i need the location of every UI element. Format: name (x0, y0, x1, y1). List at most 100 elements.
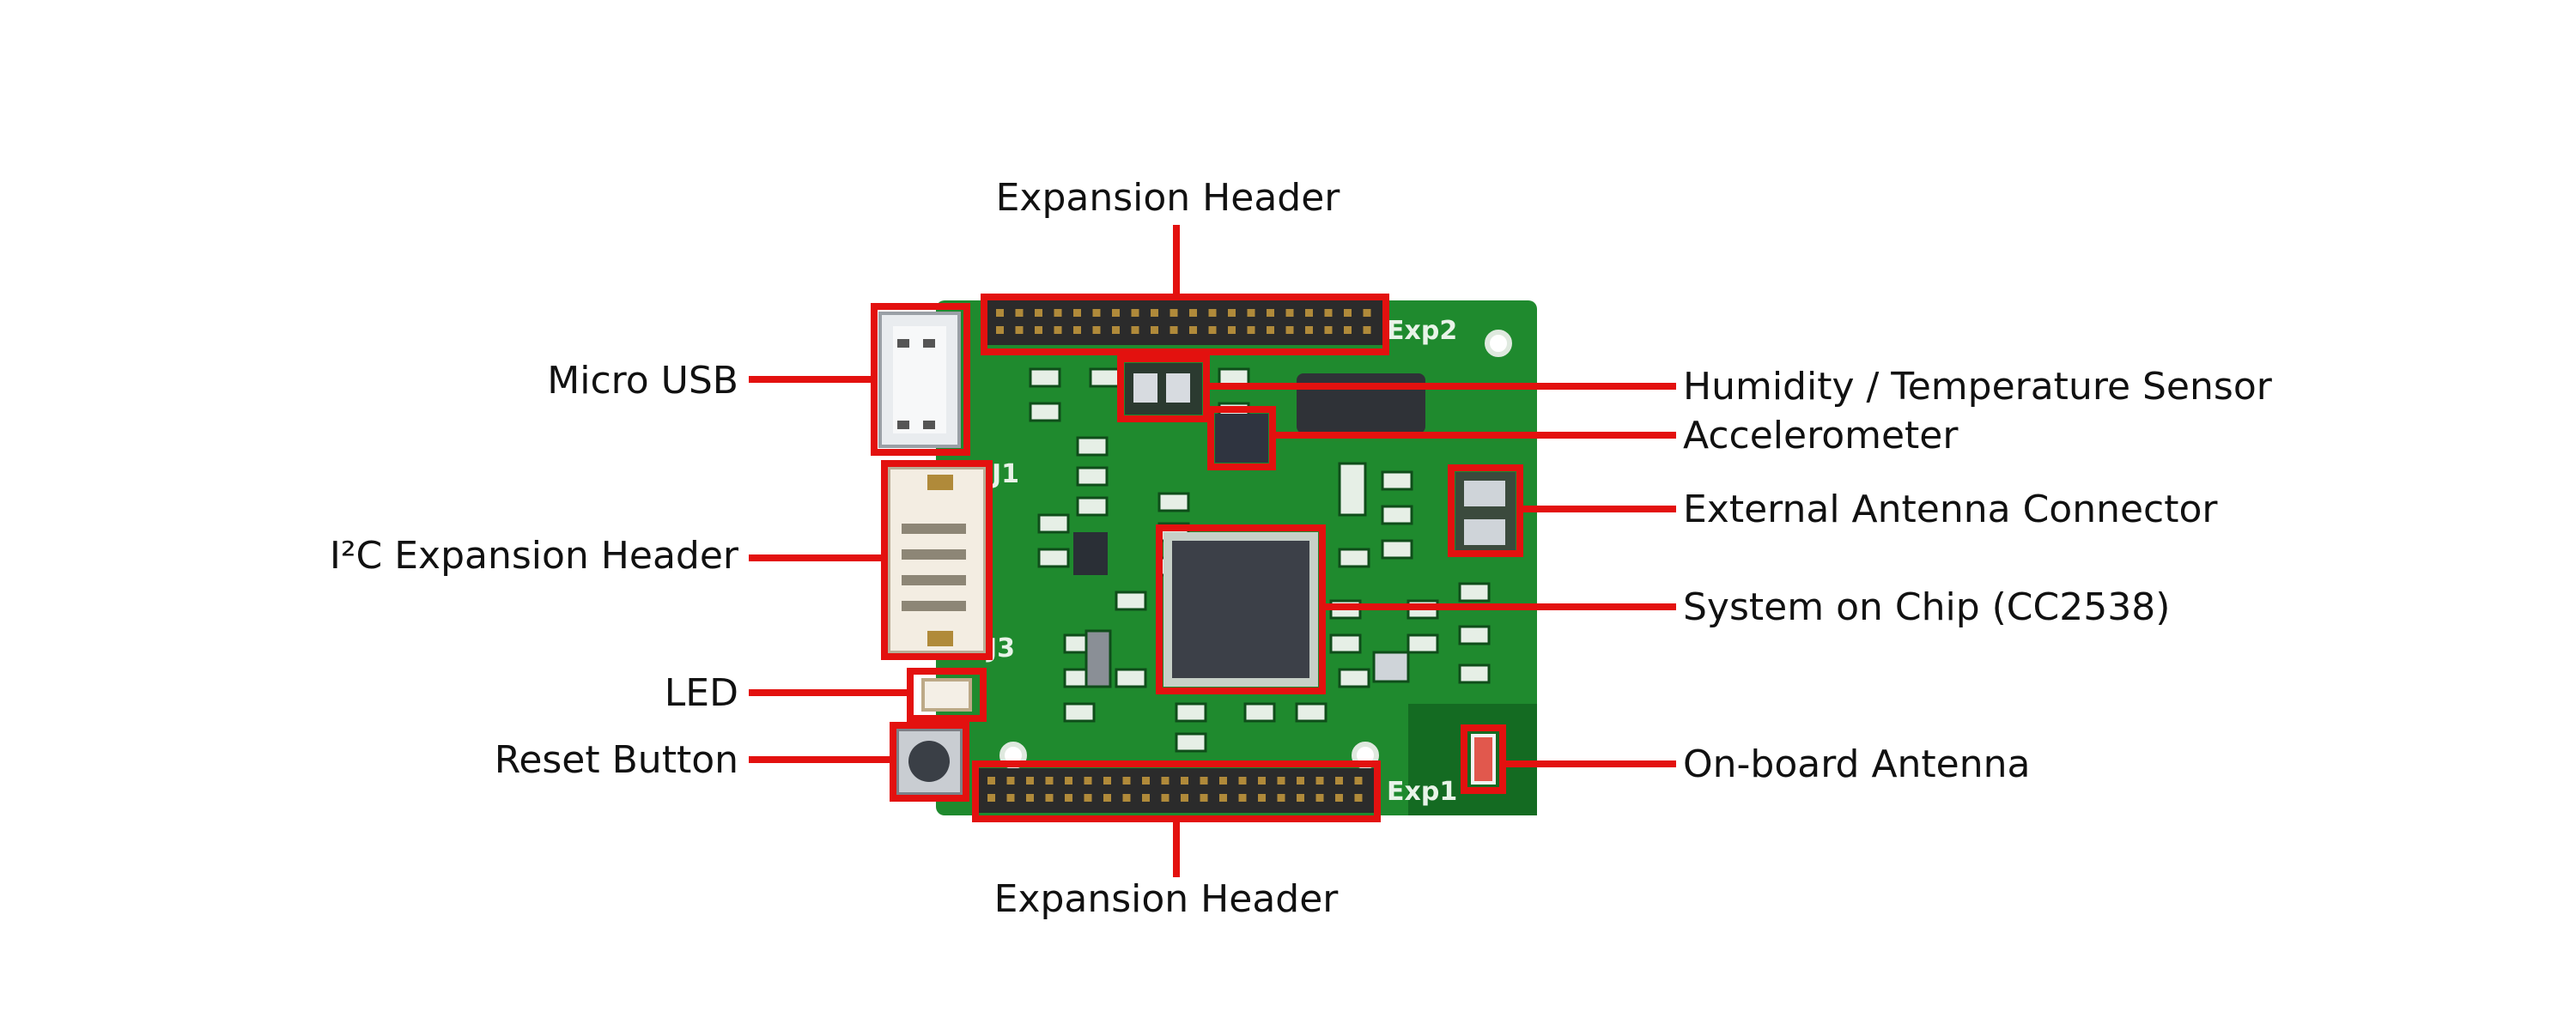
header-pin (1092, 309, 1101, 317)
label-expansion-header-bottom: Expansion Header (994, 877, 1340, 921)
external-antenna-component (1455, 472, 1516, 554)
header-pin (1181, 777, 1188, 785)
labels: Expansion Header Expansion Header Micro … (330, 176, 2273, 921)
soc-chip (1163, 532, 1318, 687)
header-pin (1219, 777, 1227, 785)
header-pin (996, 309, 1004, 317)
reset-button-component (896, 728, 963, 796)
header-pin (1208, 309, 1217, 317)
header-pin (1035, 326, 1042, 334)
header-pin (1045, 777, 1054, 785)
header-pin (1189, 326, 1197, 334)
header-pin (1142, 794, 1150, 802)
header-pin (987, 777, 995, 785)
header-pin (1161, 777, 1170, 785)
header-pin (1297, 794, 1304, 802)
silkscreen-exp2: Exp2 (1387, 316, 1457, 346)
led-component (921, 678, 972, 712)
accelerometer-chip (1215, 414, 1268, 463)
label-reset-button: Reset Button (495, 738, 738, 782)
leader-lines (749, 225, 1676, 877)
header-pin (1363, 309, 1371, 317)
humidity-sensor-component (1125, 363, 1202, 415)
header-pin (1026, 777, 1034, 785)
header-pin (1228, 309, 1236, 317)
header-pin (1238, 794, 1247, 802)
header-pin (1285, 326, 1294, 334)
header-pin (1267, 326, 1274, 334)
header-pin (1238, 777, 1247, 785)
small-ic (1084, 629, 1112, 688)
header-pin (1065, 794, 1072, 802)
header-pin (1015, 309, 1024, 317)
header-pin (1015, 326, 1024, 334)
label-micro-usb: Micro USB (547, 359, 738, 403)
header-pin (1103, 794, 1111, 802)
small-ic (1338, 462, 1367, 517)
header-pin (1228, 326, 1236, 334)
mounting-hole (1485, 330, 1512, 357)
header-pin (1065, 777, 1072, 785)
callout-box-onboard-antenna (1461, 724, 1506, 794)
header-pin (1335, 794, 1343, 802)
label-humidity-sensor: Humidity / Temperature Sensor (1683, 365, 2273, 409)
header-pins (987, 777, 1363, 802)
header-pin (1084, 794, 1092, 802)
header-pin (1277, 794, 1285, 802)
header-pin (1170, 309, 1178, 317)
micro-usb-connector (878, 312, 961, 448)
header-pin (1122, 794, 1131, 802)
header-pin (1035, 309, 1042, 317)
label-onboard-antenna: On-board Antenna (1683, 742, 2031, 786)
small-ic (1073, 532, 1108, 575)
header-pin (1092, 326, 1101, 334)
header-pin (1006, 794, 1015, 802)
header-pin (1354, 777, 1363, 785)
header-pin (1258, 794, 1266, 802)
header-pin (1112, 326, 1120, 334)
header-pin (996, 326, 1004, 334)
header-pin (1267, 309, 1274, 317)
header-pin (1054, 326, 1062, 334)
header-pin (1219, 794, 1227, 802)
header-pin (1200, 777, 1208, 785)
header-pin (1315, 794, 1324, 802)
header-pin (1131, 326, 1139, 334)
header-pin (1045, 794, 1054, 802)
header-pin (1258, 777, 1266, 785)
label-expansion-header-top: Expansion Header (996, 176, 1341, 220)
header-pin (1189, 309, 1197, 317)
header-pin (1335, 777, 1343, 785)
header-pin (1142, 777, 1150, 785)
header-pin (1247, 326, 1255, 334)
header-pin (1006, 777, 1015, 785)
header-pin (1324, 309, 1333, 317)
silkscreen-exp1: Exp1 (1387, 777, 1457, 807)
header-pin (1305, 309, 1313, 317)
header-pin (1315, 777, 1324, 785)
header-pin (1131, 309, 1139, 317)
header-pin (1151, 309, 1158, 317)
header-pin (1208, 326, 1217, 334)
expansion-header-bottom (979, 768, 1374, 813)
header-pin (1103, 777, 1111, 785)
onboard-antenna-component (1471, 734, 1496, 785)
label-i2c-header: I²C Expansion Header (330, 534, 739, 578)
header-pin (1354, 794, 1363, 802)
header-pin (1073, 326, 1081, 334)
i2c-header-connector (887, 466, 987, 654)
header-pin (1170, 326, 1178, 334)
header-pin (1277, 777, 1285, 785)
inductor (1297, 373, 1425, 433)
header-pin (1161, 794, 1170, 802)
header-pin (987, 794, 995, 802)
header-pin (1112, 309, 1120, 317)
header-pin (1054, 309, 1062, 317)
header-pin (1200, 794, 1208, 802)
header-pin (1122, 777, 1131, 785)
header-pins (996, 309, 1371, 334)
header-pin (1305, 326, 1313, 334)
expansion-header-top (987, 300, 1382, 345)
header-pin (1344, 309, 1352, 317)
